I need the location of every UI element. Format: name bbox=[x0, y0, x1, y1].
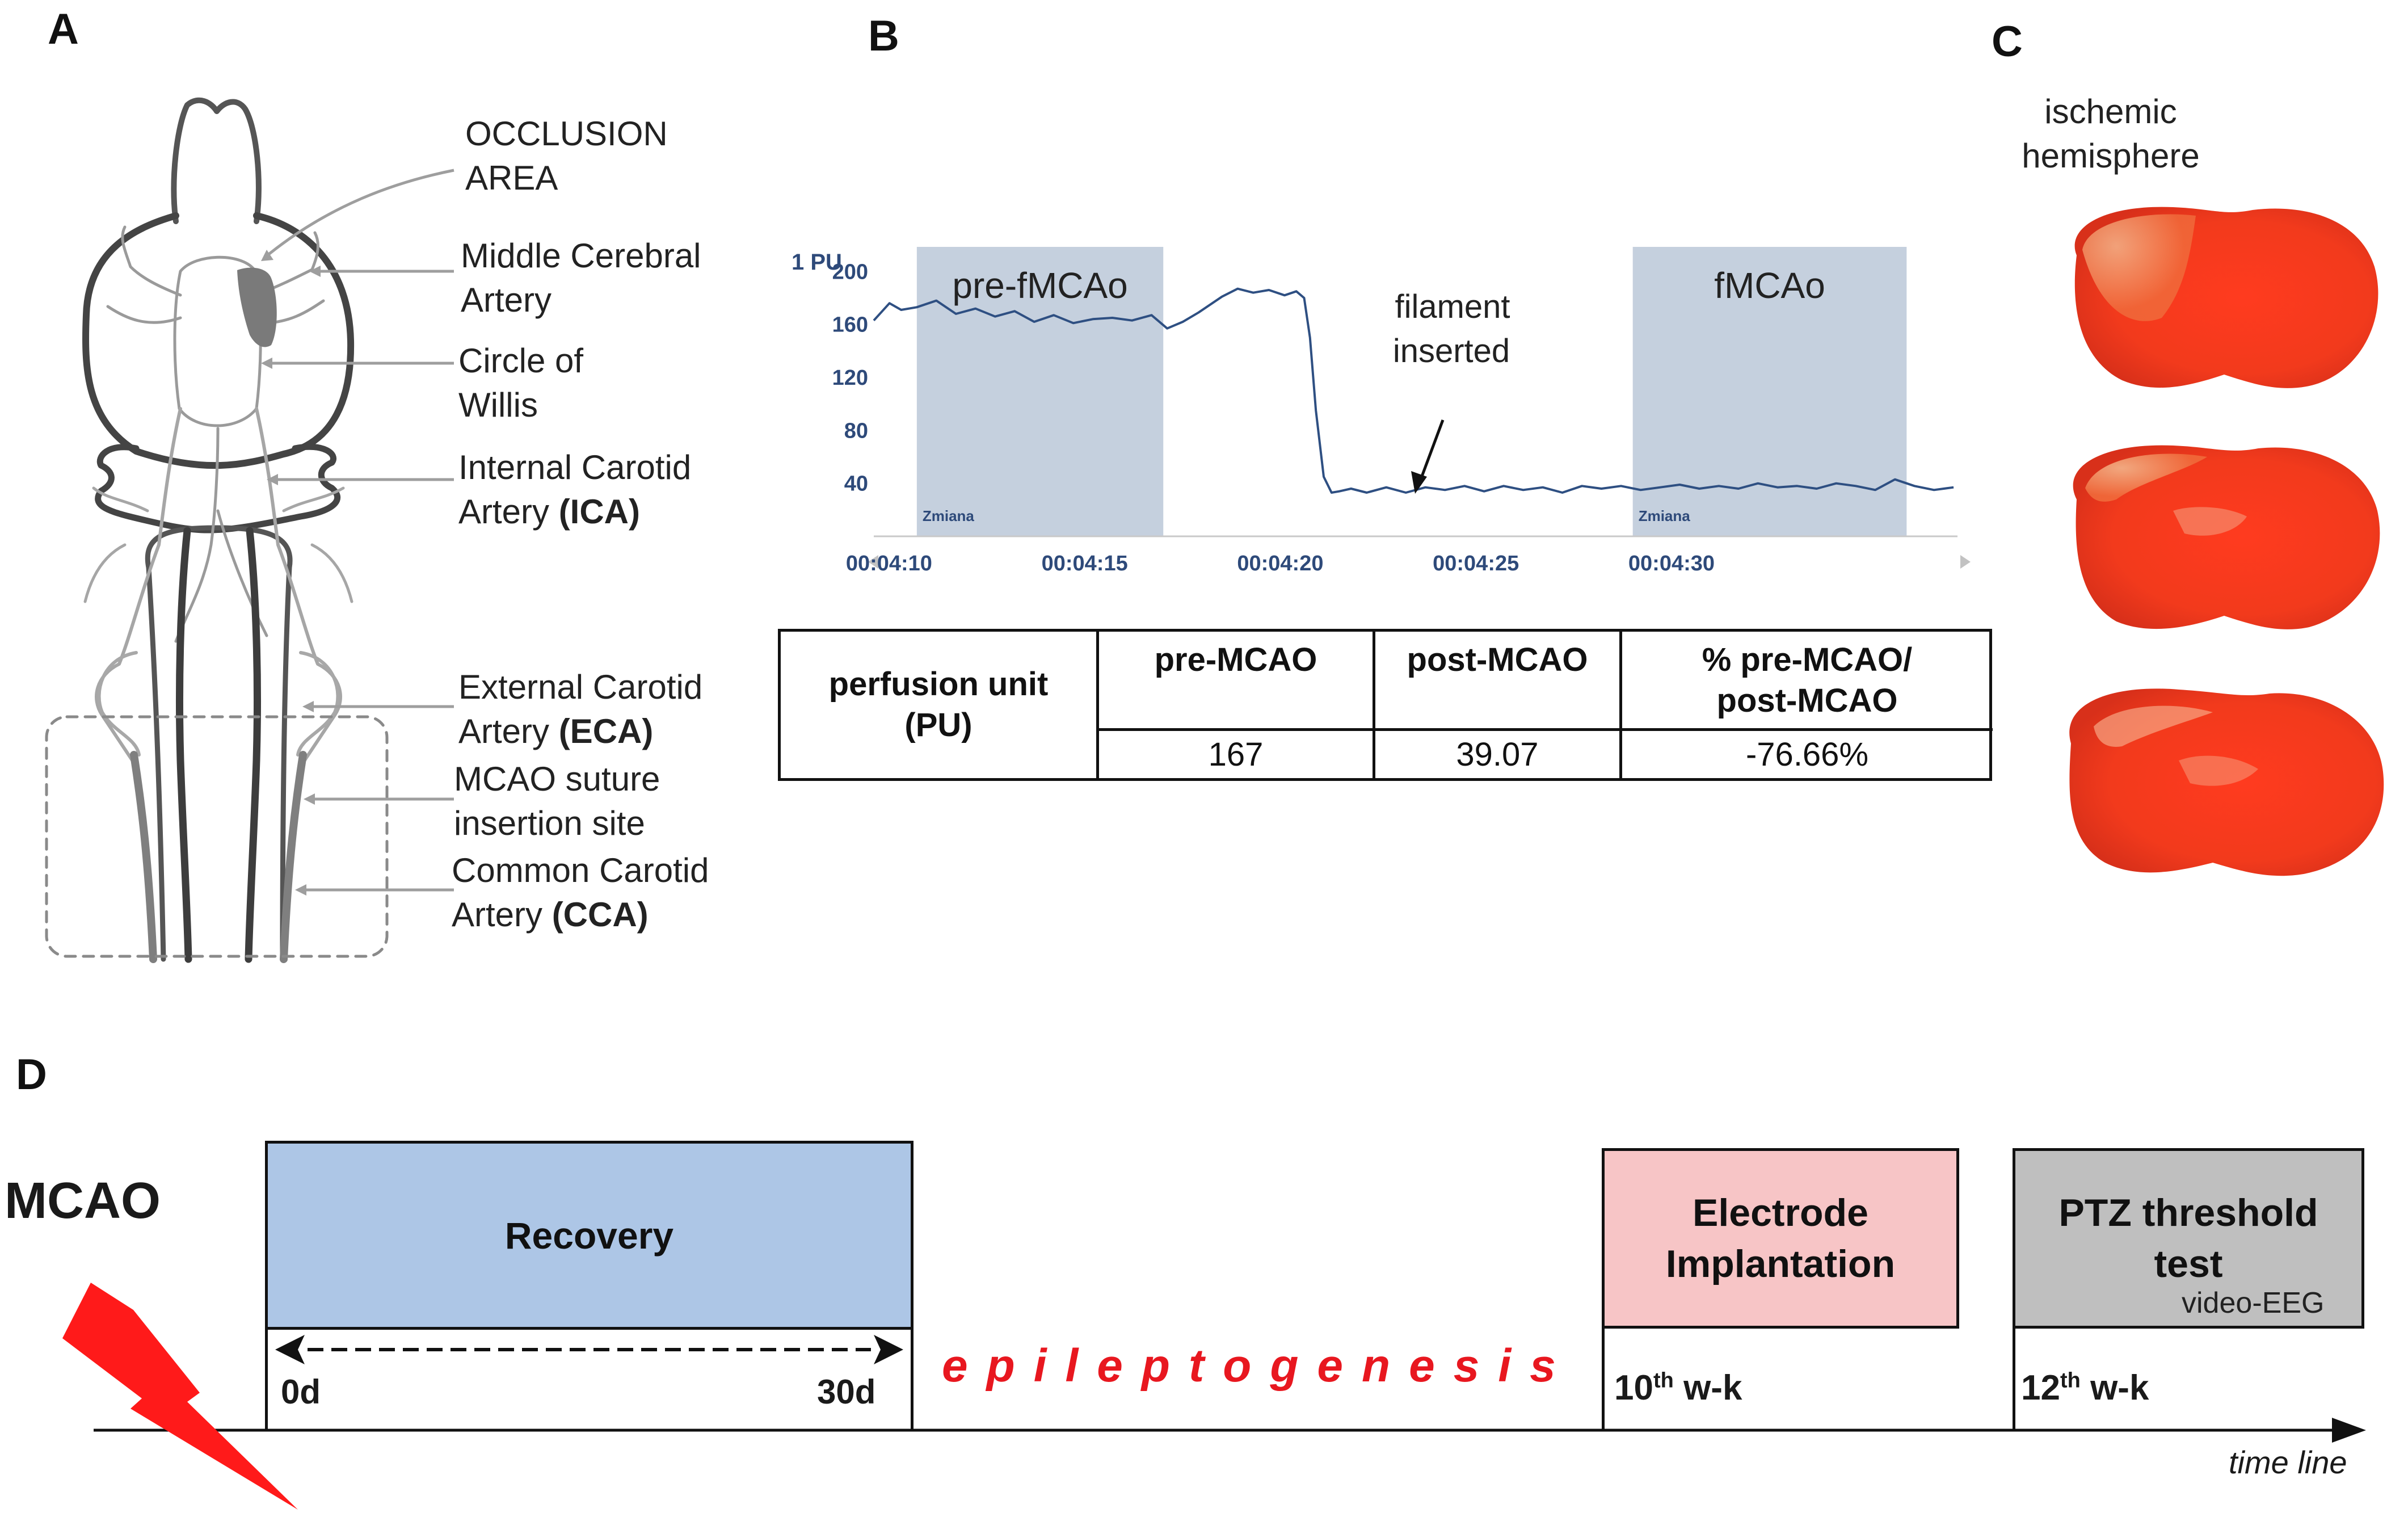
arrow-right-head bbox=[874, 1335, 903, 1364]
table-value-pre: 167 bbox=[1208, 736, 1264, 773]
recovery-period-frame bbox=[265, 1327, 913, 1431]
table-header-ratio: % pre-MCAO/ post-MCAO bbox=[1702, 641, 1913, 719]
annotation-arrowhead bbox=[1411, 471, 1427, 494]
arrowhead-occlusion bbox=[261, 250, 273, 261]
electrode-implantation-box: Electrode Implantation bbox=[1602, 1148, 1959, 1329]
table-value-post: 39.07 bbox=[1456, 736, 1539, 773]
y-tick-label: 120 bbox=[832, 366, 868, 390]
x-tick-label: 00:04:30 bbox=[1628, 552, 1715, 575]
electrode-line2: Implantation bbox=[1665, 1242, 1896, 1285]
week10-marker bbox=[1602, 1326, 1605, 1431]
lightning-bolt-icon bbox=[62, 1283, 298, 1510]
region-label-1: pre-fMCAo bbox=[952, 265, 1127, 306]
table-divider bbox=[1373, 632, 1375, 778]
annotation-arrow-line bbox=[1418, 419, 1445, 483]
scroll-left-arrow bbox=[868, 555, 878, 569]
external-carotid-right bbox=[296, 651, 340, 757]
ptz-line1: PTZ threshold bbox=[2058, 1191, 2318, 1234]
day-start-label: 0d bbox=[281, 1373, 321, 1411]
table-divider bbox=[1096, 632, 1099, 778]
common-carotid-left bbox=[130, 751, 157, 963]
occlusion-area bbox=[237, 267, 277, 347]
region-marker-1: Zmiana bbox=[923, 507, 975, 524]
table-value-ratio: -76.66% bbox=[1745, 736, 1869, 773]
brain-slice-3 bbox=[2069, 688, 2384, 876]
table-divider bbox=[1096, 728, 1993, 731]
annotation-filament-inserted: filament inserted bbox=[1393, 288, 1510, 494]
rat-brain-artery-diagram bbox=[45, 97, 454, 963]
region-label-2: fMCAo bbox=[1714, 265, 1825, 306]
timeline-axis bbox=[62, 1283, 2366, 1510]
panel-letter-b: B bbox=[868, 12, 899, 60]
epileptogenesis-label: epileptogenesis bbox=[942, 1340, 1575, 1392]
annotation-line2: inserted bbox=[1393, 333, 1510, 369]
y-tick-label: 40 bbox=[844, 472, 868, 496]
brain-slice-1 bbox=[2074, 207, 2378, 388]
common-carotid-right bbox=[280, 751, 307, 963]
panel-letter-d: D bbox=[16, 1051, 47, 1099]
y-tick-label: 200 bbox=[832, 260, 868, 284]
annotation-line1: filament bbox=[1395, 288, 1510, 325]
y-axis-unit-label: 1 PU bbox=[792, 250, 842, 275]
time-line-label: time line bbox=[2229, 1444, 2347, 1480]
olfactory-bulbs bbox=[171, 97, 262, 224]
timeline-start-mcao: MCAO bbox=[5, 1173, 161, 1229]
week12-marker bbox=[2013, 1326, 2015, 1431]
x-tick-label: 00:04:10 bbox=[846, 552, 932, 575]
recovery-duration-arrow bbox=[275, 1335, 903, 1364]
time-axis-arrowhead bbox=[2332, 1418, 2366, 1443]
table-row-header: perfusion unit (PU) bbox=[828, 666, 1049, 743]
ptz-line2: test bbox=[2154, 1242, 2223, 1285]
region-marker-2: Zmiana bbox=[1639, 507, 1691, 524]
recovery-box: Recovery bbox=[265, 1141, 913, 1330]
panel-letter-c: C bbox=[1992, 18, 2023, 66]
table-divider bbox=[1619, 632, 1622, 778]
y-tick-label: 160 bbox=[832, 313, 868, 337]
pointer-occlusion bbox=[263, 169, 454, 259]
arrow-left-head bbox=[275, 1335, 305, 1364]
shaded-region-1 bbox=[916, 247, 1164, 536]
electrode-line1: Electrode bbox=[1693, 1191, 1868, 1234]
cerebrum-outline bbox=[82, 212, 355, 469]
x-tick-label: 00:04:20 bbox=[1237, 552, 1323, 575]
insertion-site-box bbox=[45, 715, 389, 958]
y-tick-label: 80 bbox=[844, 419, 868, 443]
week10-label: 10th w-k bbox=[1614, 1368, 1742, 1407]
panel-letter-a: A bbox=[48, 5, 79, 53]
brain-slice-2 bbox=[2073, 445, 2380, 629]
week12-label: 12th w-k bbox=[2021, 1368, 2149, 1407]
table-header-post: post-MCAO bbox=[1407, 641, 1588, 678]
x-tick-label: 00:04:15 bbox=[1042, 552, 1128, 575]
scroll-right-arrow bbox=[1960, 555, 1971, 569]
perfusion-table: perfusion unit (PU) pre-MCAO post-MCAO %… bbox=[778, 629, 1993, 781]
brainstem-outline bbox=[145, 525, 293, 962]
external-carotid-left bbox=[97, 651, 141, 757]
day-end-label: 30d bbox=[817, 1373, 876, 1411]
video-eeg-label: video-EEG bbox=[2182, 1287, 2325, 1320]
perfusion-line bbox=[873, 287, 1954, 494]
brain-slices bbox=[2069, 207, 2384, 876]
table-header-pre: pre-MCAO bbox=[1154, 641, 1317, 678]
x-tick-label: 00:04:25 bbox=[1433, 552, 1519, 575]
ptz-threshold-test-box: PTZ threshold test bbox=[2013, 1148, 2364, 1329]
